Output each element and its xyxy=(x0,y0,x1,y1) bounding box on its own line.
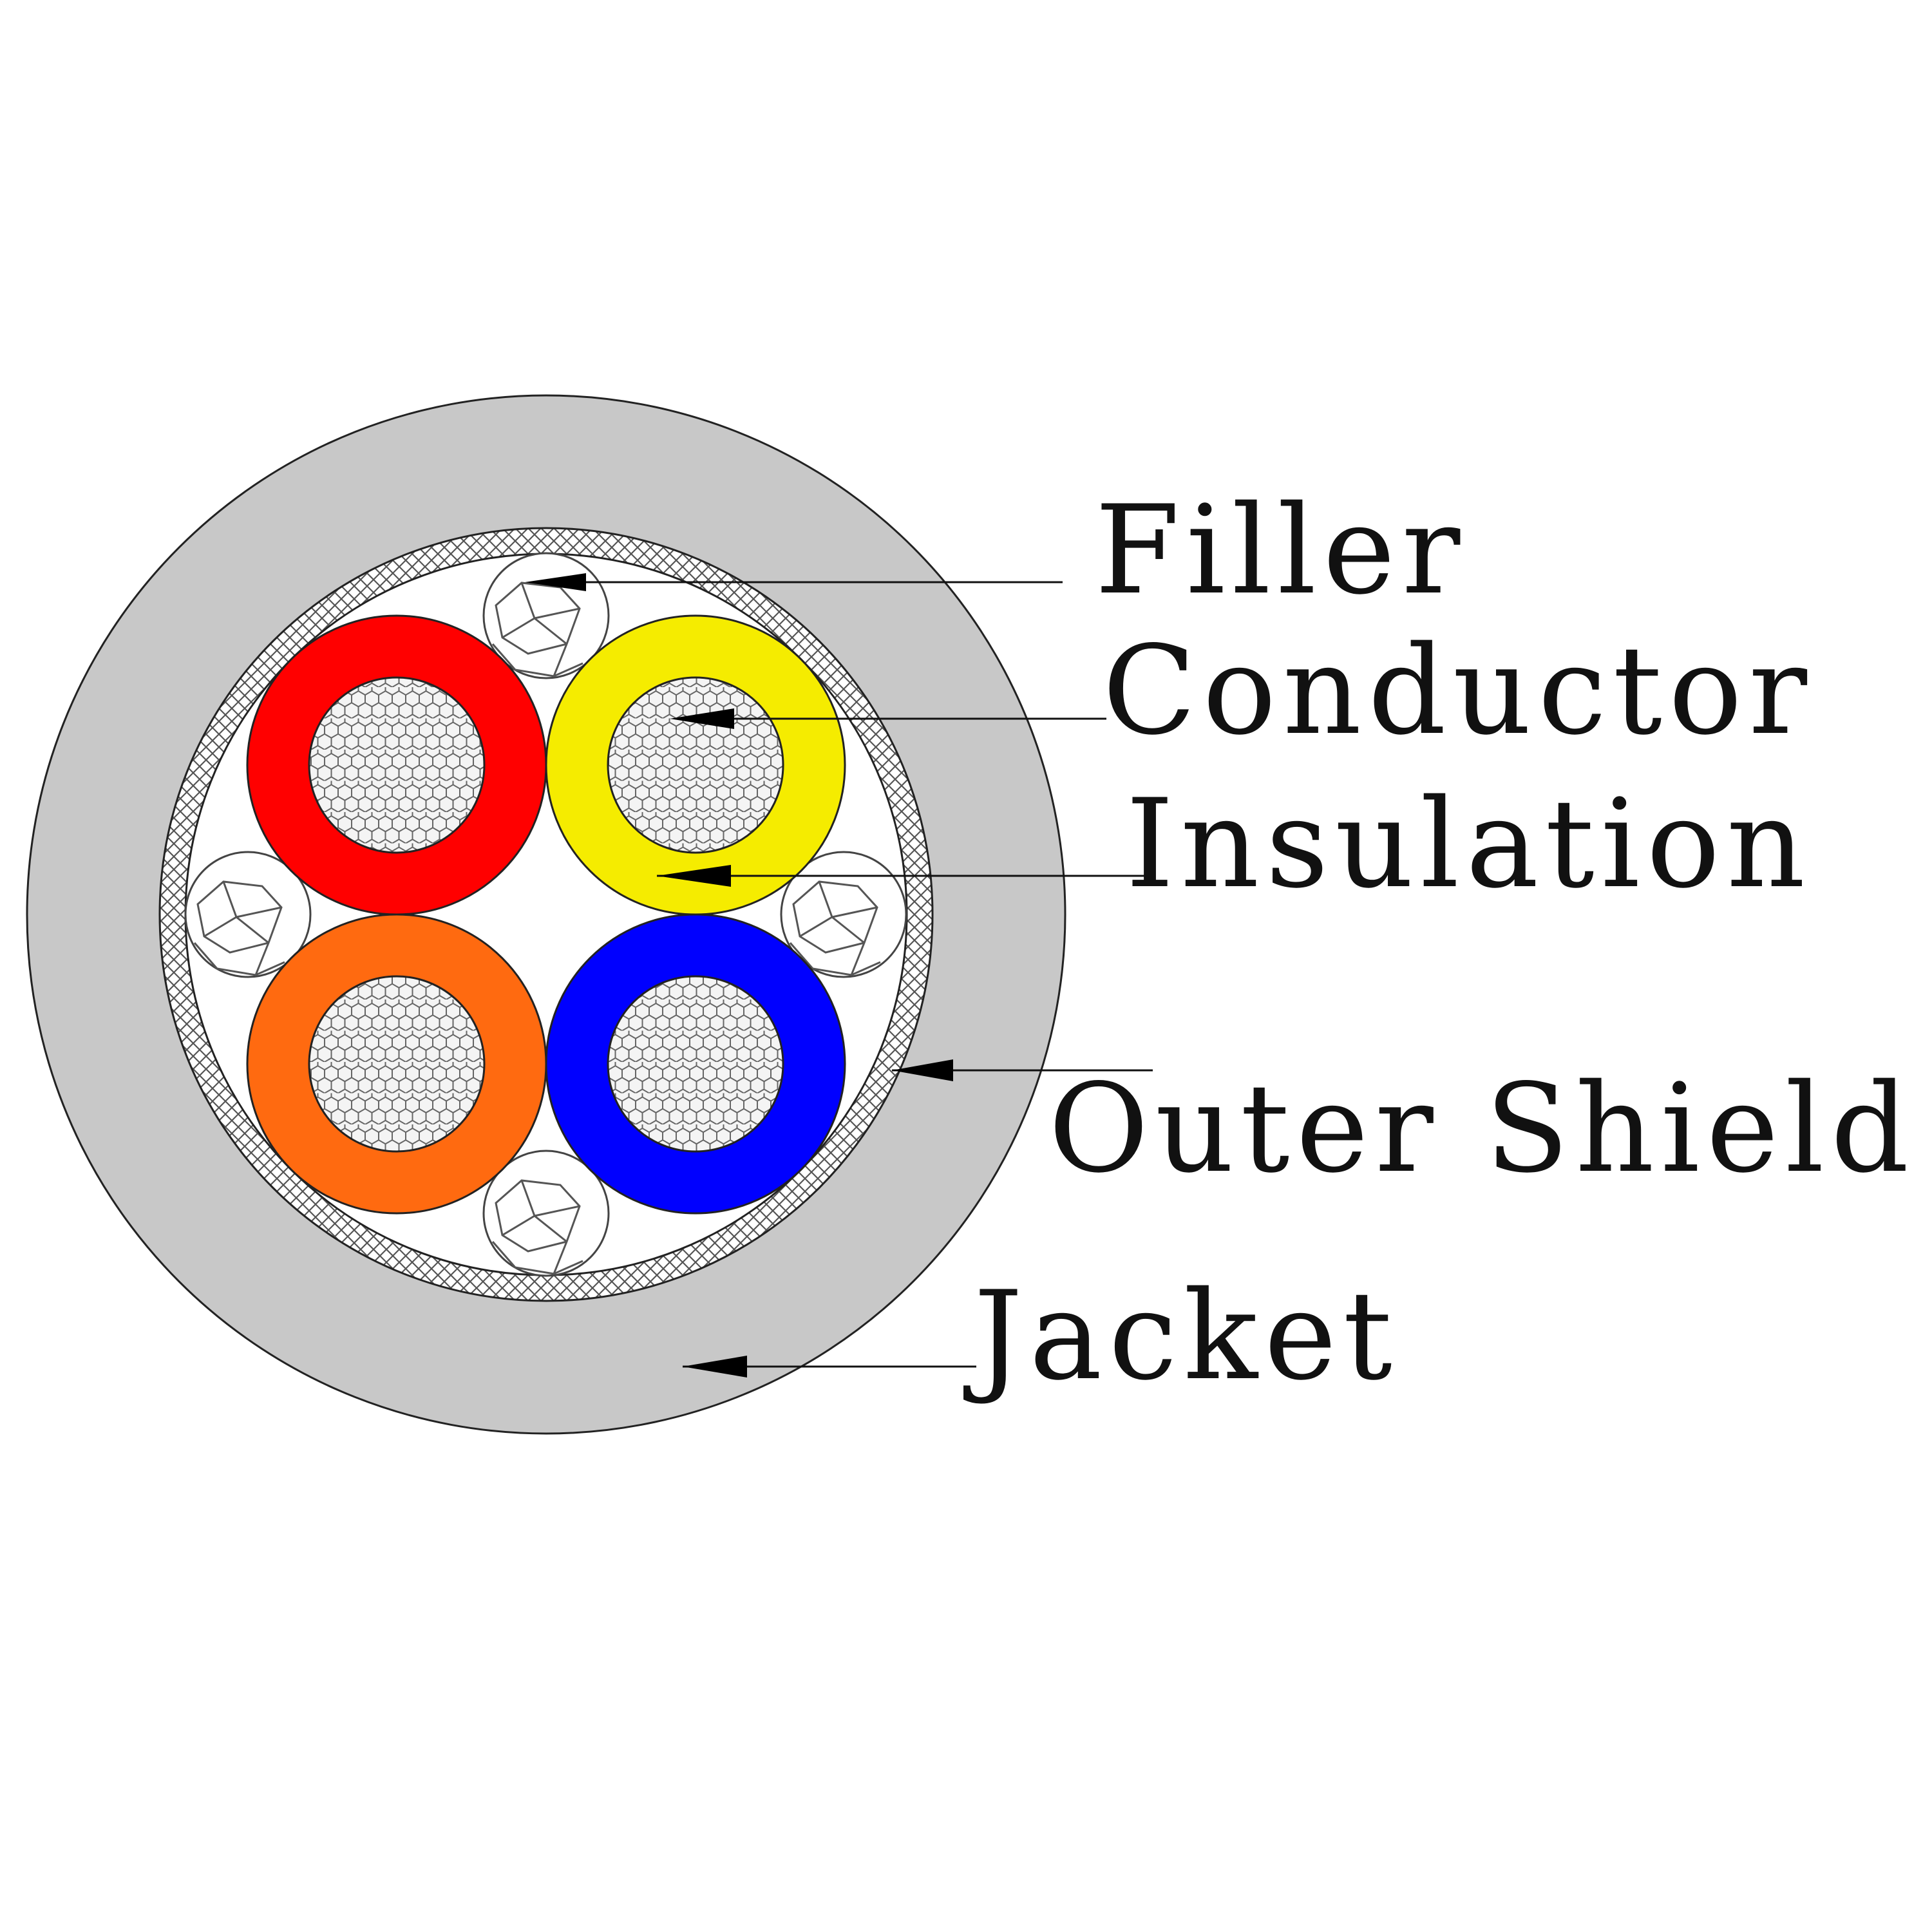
callout-insulation: Insulation xyxy=(657,773,1812,915)
arrow-head xyxy=(892,1059,953,1081)
stranded-conductor-icon xyxy=(308,676,486,854)
label-filler: Filler xyxy=(1095,479,1466,621)
label-conductor: Conductor xyxy=(1103,620,1814,762)
filler-bottom xyxy=(482,1150,610,1277)
label-outer-shield: Outer Shield xyxy=(1048,1057,1915,1200)
stranded-conductor-icon xyxy=(607,975,784,1153)
arrow-head xyxy=(670,708,734,729)
filler-left xyxy=(184,851,312,978)
stranded-conductor-icon xyxy=(308,975,486,1153)
arrow-head xyxy=(525,573,586,591)
stranded-conductor-icon xyxy=(607,676,784,854)
callout-conductor: Conductor xyxy=(670,620,1814,762)
core-bottom-right xyxy=(545,913,846,1215)
core-top-right xyxy=(545,614,846,916)
label-insulation: Insulation xyxy=(1126,773,1812,915)
callout-filler: Filler xyxy=(525,479,1466,621)
callout-jacket: Jacket xyxy=(683,1265,1399,1407)
arrow-head xyxy=(657,865,731,887)
callout-outer-shield: Outer Shield xyxy=(892,1057,1915,1200)
core-top-left xyxy=(246,614,547,916)
arrow-head xyxy=(683,1356,747,1378)
filler-right xyxy=(780,851,907,978)
core-bottom-left xyxy=(246,913,547,1215)
label-jacket: Jacket xyxy=(963,1265,1399,1407)
